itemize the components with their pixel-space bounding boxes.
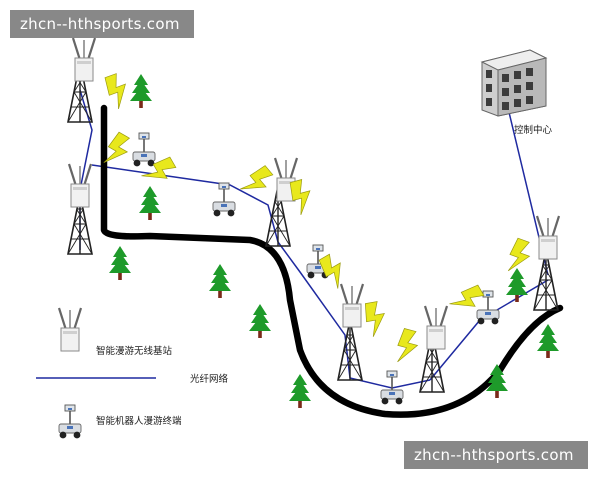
base-station-5 <box>423 304 449 351</box>
tree-icon <box>249 304 271 338</box>
robot-terminal-4 <box>380 370 404 406</box>
tree-icon <box>139 186 161 220</box>
tree-icon <box>506 268 528 302</box>
wireless-link-icon <box>287 177 316 217</box>
base-station-6 <box>535 214 561 261</box>
tree-icon <box>289 374 311 408</box>
wireless-link-icon <box>237 163 277 201</box>
wireless-link-icon <box>363 300 389 338</box>
legend-base-station-icon <box>57 306 83 353</box>
tree-icon <box>209 264 231 298</box>
legend-robot-icon <box>58 404 82 440</box>
watermark-bottom: zhcn--hthsports.com <box>404 441 588 469</box>
wireless-link-icon <box>393 327 422 367</box>
base-station-2 <box>67 162 93 209</box>
control-center-label: 控制中心 <box>514 124 553 136</box>
watermark-top: zhcn--hthsports.com <box>10 10 194 38</box>
base-station-4 <box>339 282 365 329</box>
tree-icon <box>109 246 131 280</box>
tree-icon <box>537 324 559 358</box>
legend: 智能漫游无线基站 光纤网络 智能机器人漫游终端 <box>36 306 229 440</box>
base-station-1 <box>71 36 97 83</box>
robot-terminal-2 <box>212 182 236 218</box>
wireless-link-icon <box>504 237 535 277</box>
legend-label-fiber: 光纤网络 <box>190 373 229 385</box>
legend-label-base-station: 智能漫游无线基站 <box>96 345 173 357</box>
robot-terminal-1 <box>132 132 156 168</box>
fiber-trunk <box>100 104 564 418</box>
wireless-link-icon <box>102 71 133 111</box>
legend-label-robot: 智能机器人漫游终端 <box>96 415 182 427</box>
control-center-building-icon <box>480 49 548 117</box>
tree-icon <box>130 74 152 108</box>
